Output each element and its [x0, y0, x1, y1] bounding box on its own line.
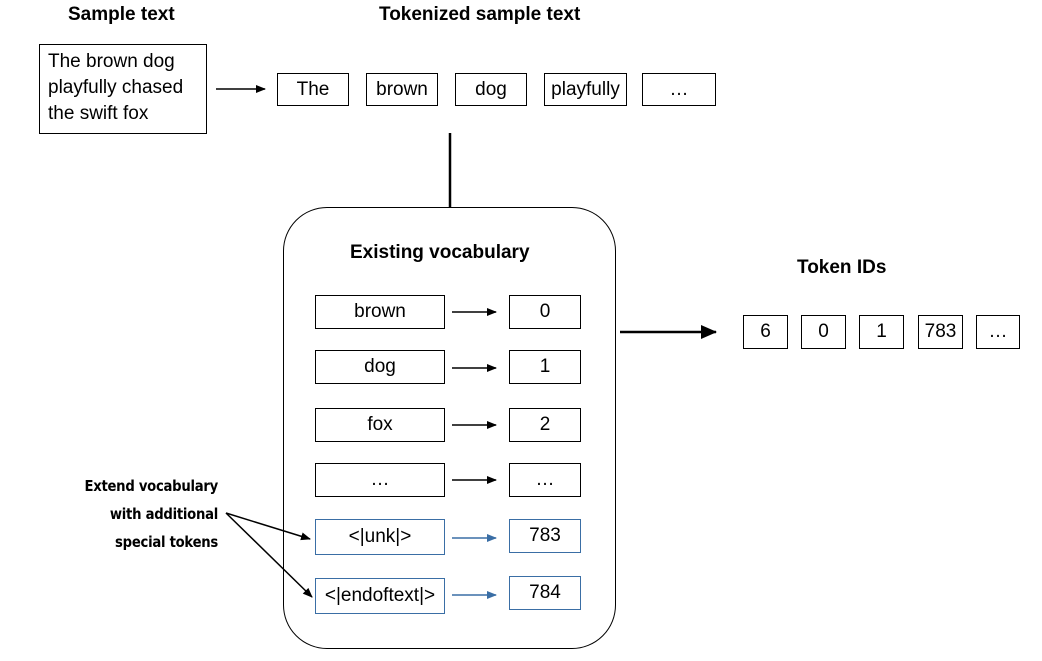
special-id-box: 784 [509, 576, 581, 610]
vocab-token-box: fox [315, 408, 445, 442]
annotation-pointer-arrow [225, 512, 311, 541]
annotation-pointer-arrow [225, 512, 313, 598]
token-id-box: … [976, 315, 1020, 349]
token-box: The [277, 73, 349, 106]
token-box: … [642, 73, 716, 106]
token-ids-heading: Token IDs [797, 257, 887, 278]
sample-text-line: playfully chased [48, 77, 184, 98]
token-id-box: 1 [859, 315, 904, 349]
token-box: playfully [544, 73, 627, 106]
existing-vocabulary-heading: Existing vocabulary [350, 242, 530, 263]
vocab-id-box: 1 [509, 350, 581, 384]
vocab-id-box: 0 [509, 295, 581, 329]
vocabulary-frame [283, 207, 616, 649]
special-id-box: 783 [509, 519, 581, 553]
vocab-id-box: 2 [509, 408, 581, 442]
token-box: brown [366, 73, 438, 106]
token-id-box: 783 [918, 315, 963, 349]
special-token-box: <|endoftext|> [315, 578, 445, 614]
vocab-token-box: dog [315, 350, 445, 384]
annotation-line: special tokens [115, 533, 218, 551]
vocab-id-box: … [509, 463, 581, 497]
vocab-token-box: … [315, 463, 445, 497]
sample-text-line: the swift fox [48, 103, 149, 124]
sample-text-box: The brown dog playfully chased the swift… [39, 44, 207, 134]
annotation-line: Extend vocabulary [84, 477, 218, 495]
token-id-box: 6 [743, 315, 788, 349]
sample-text-heading: Sample text [68, 4, 175, 25]
tokenized-sample-text-heading: Tokenized sample text [379, 4, 581, 25]
sample-text-line: The brown dog [48, 51, 175, 72]
annotation-line: with additional [109, 505, 218, 523]
vocab-token-box: brown [315, 295, 445, 329]
token-id-box: 0 [801, 315, 846, 349]
special-token-box: <|unk|> [315, 519, 445, 555]
token-box: dog [455, 73, 527, 106]
extend-vocabulary-annotation: Extend vocabulary with additional specia… [61, 472, 218, 556]
